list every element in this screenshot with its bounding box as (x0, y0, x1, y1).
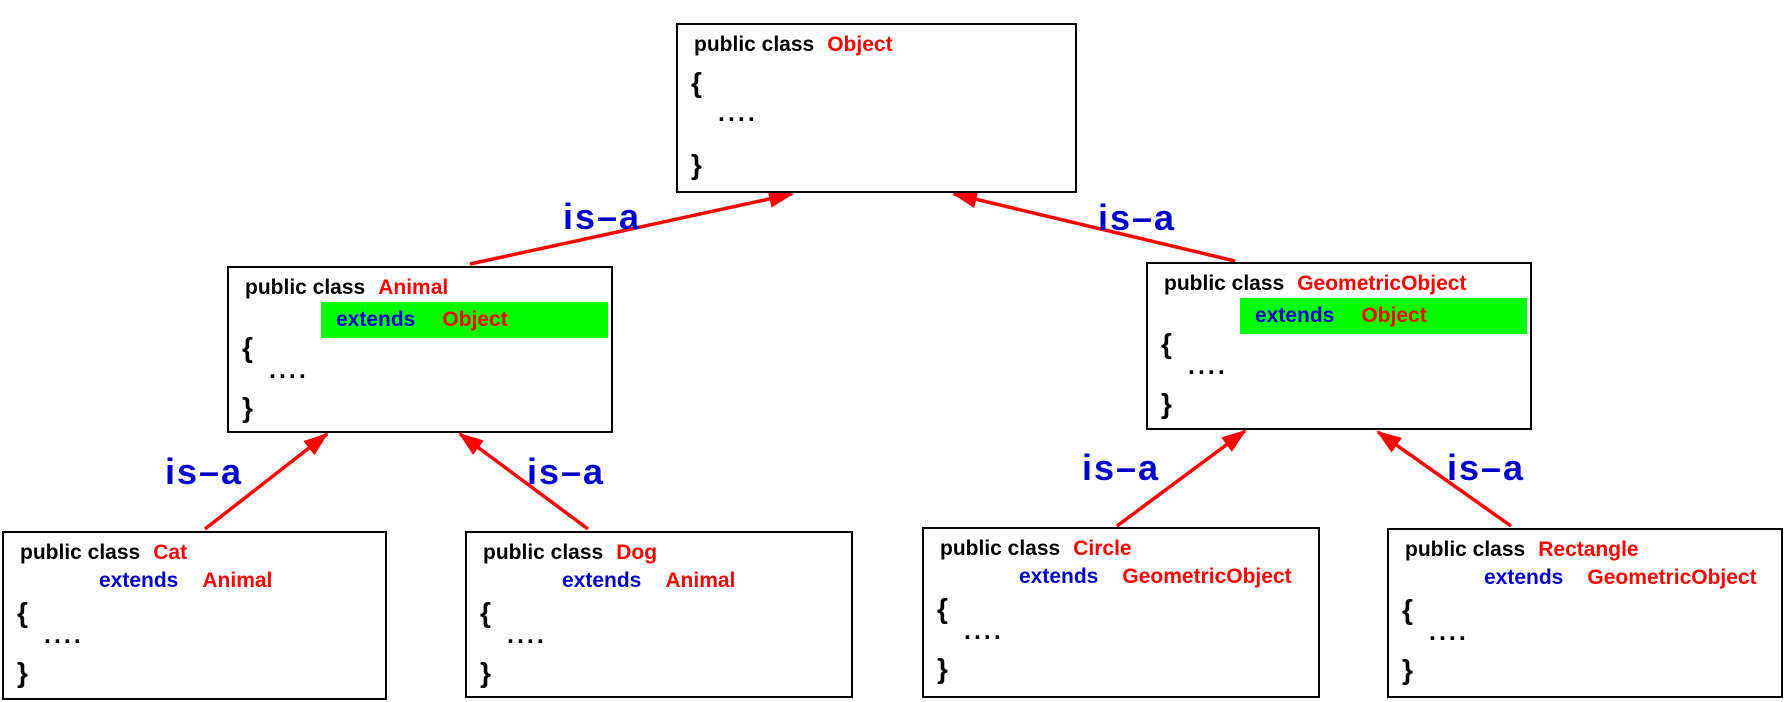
body-dots: .... (269, 356, 309, 384)
class-name: Rectangle (1538, 538, 1639, 561)
extends-line: extends Animal (99, 569, 272, 593)
open-brace: { (480, 597, 491, 628)
close-brace: } (480, 657, 491, 688)
keyword-public-class: public class (245, 276, 366, 299)
open-brace: { (242, 332, 253, 363)
extends-keyword: extends (562, 569, 642, 592)
inheritance-arrow-geometric-object-to-object (952, 190, 1236, 263)
class-name: GeometricObject (1297, 272, 1467, 295)
open-brace: { (691, 67, 702, 98)
extends-highlight: extends Object (321, 302, 608, 338)
inheritance-arrow-circle-to-geometric-object (1115, 429, 1247, 528)
body-dots: .... (718, 99, 758, 127)
isa-label-dog: is–a (527, 451, 606, 492)
keyword-public-class: public class (940, 537, 1061, 560)
class-declaration-line: public class Object (694, 33, 893, 57)
class-box-rectangle: public class Rectangle extends GeometricObj… (1387, 528, 1783, 698)
keyword-public-class: public class (483, 541, 604, 564)
class-box-dog: public class Dog extends Animal {....} (465, 531, 853, 698)
inheritance-arrow-rectangle-to-geometric-object (1376, 430, 1513, 528)
class-declaration-line: public class Dog (483, 541, 657, 565)
close-brace: } (937, 653, 948, 684)
class-box-cat: public class Cat extends Animal {....} (2, 531, 387, 700)
isa-label-rectangle: is–a (1447, 447, 1526, 488)
extends-keyword: extends (1255, 304, 1335, 327)
open-brace: { (1161, 328, 1172, 359)
body-dots: .... (1429, 618, 1469, 646)
keyword-public-class: public class (1164, 272, 1285, 295)
class-name: Cat (153, 541, 188, 564)
parent-class-name: GeometricObject (1587, 566, 1757, 589)
close-brace: } (691, 149, 702, 180)
class-box-object: public class Object {....} (676, 23, 1077, 193)
class-name: Dog (616, 541, 658, 564)
class-declaration-line: public class Rectangle (1405, 538, 1639, 562)
extends-keyword: extends (1019, 565, 1099, 588)
inheritance-arrow-cat-to-animal (203, 432, 329, 531)
class-declaration-line: public class Animal (245, 276, 448, 300)
open-brace: { (937, 593, 948, 624)
close-brace: } (242, 392, 253, 423)
class-declaration-line: public class Cat (20, 541, 187, 565)
keyword-public-class: public class (20, 541, 141, 564)
inheritance-arrow-dog-to-animal (458, 432, 590, 531)
class-declaration-line: public class GeometricObject (1164, 272, 1466, 296)
parent-class-name: Animal (665, 569, 736, 592)
extends-line: extends Animal (562, 569, 735, 593)
class-declaration-line: public class Circle (940, 537, 1132, 561)
isa-label-animal: is–a (563, 196, 642, 237)
isa-label-geometric-object: is–a (1098, 197, 1177, 238)
extends-keyword: extends (336, 308, 416, 331)
class-name: Animal (378, 276, 449, 299)
isa-label-cat: is–a (165, 451, 244, 492)
inheritance-arrow-animal-to-object (469, 190, 794, 266)
class-box-animal: public class Animal extends Object {....} (227, 266, 613, 433)
isa-label-circle: is–a (1082, 447, 1161, 488)
class-box-geometric-object: public class GeometricObject extends Object… (1146, 262, 1532, 430)
extends-line: extends GeometricObject (1484, 566, 1757, 590)
parent-class-name: GeometricObject (1122, 565, 1292, 588)
parent-class-name: Object (442, 308, 508, 331)
close-brace: } (17, 657, 28, 688)
class-name: Object (827, 33, 893, 56)
body-dots: .... (964, 617, 1004, 645)
body-dots: .... (507, 621, 547, 649)
extends-line: extends GeometricObject (1019, 565, 1292, 589)
parent-class-name: Animal (202, 569, 273, 592)
keyword-public-class: public class (1405, 538, 1526, 561)
close-brace: } (1402, 654, 1413, 685)
parent-class-name: Object (1361, 304, 1427, 327)
extends-keyword: extends (99, 569, 179, 592)
close-brace: } (1161, 388, 1172, 419)
open-brace: { (17, 597, 28, 628)
extends-keyword: extends (1484, 566, 1564, 589)
body-dots: .... (44, 621, 84, 649)
keyword-public-class: public class (694, 33, 815, 56)
extends-highlight: extends Object (1240, 298, 1527, 334)
open-brace: { (1402, 594, 1413, 625)
body-dots: .... (1188, 352, 1228, 380)
class-name: Circle (1073, 537, 1132, 560)
class-box-circle: public class Circle extends GeometricObject… (922, 527, 1320, 698)
